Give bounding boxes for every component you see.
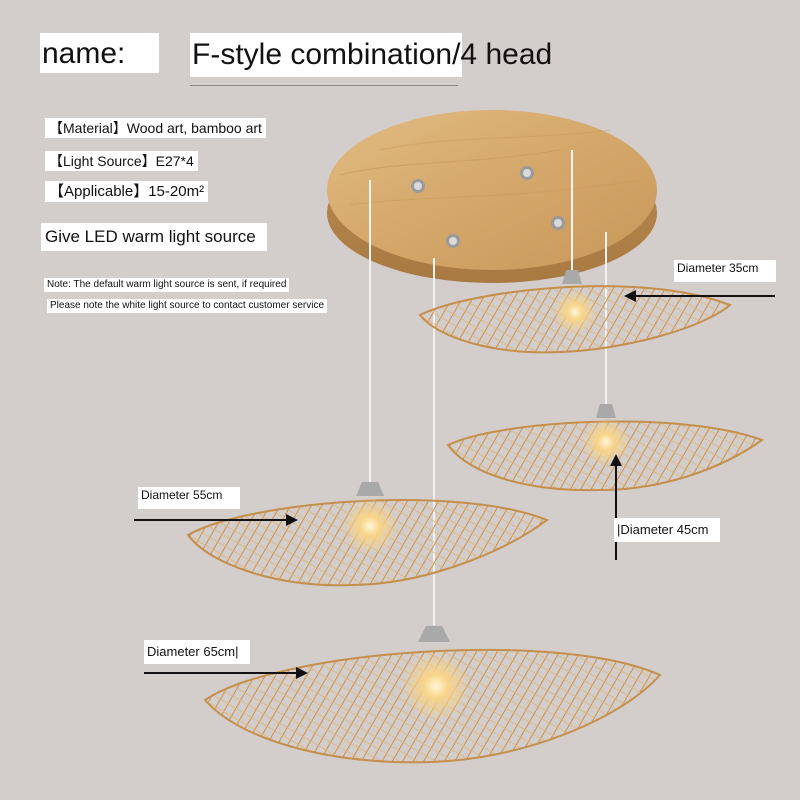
bamboo-shade-45cm [446, 404, 765, 492]
dimension-arrows [134, 290, 775, 679]
diameter-55-label: Diameter 55cm [138, 487, 240, 509]
bamboo-shade-35cm [418, 270, 732, 354]
led-note: Give LED warm light source [41, 223, 267, 251]
note-line-2: Please note the white light source to co… [47, 299, 328, 313]
diameter-35-label: Diameter 35cm [674, 260, 776, 282]
product-title-text: F-style combination/4 head [192, 38, 553, 71]
product-title: F-style combination/4 head [190, 33, 552, 77]
spec-light-source: 【Light Source】E27*4 [45, 151, 198, 172]
spec-material: 【Material】Wood art, bamboo art [45, 118, 266, 139]
spec-applicable: 【Applicable】15-20m² [45, 181, 209, 203]
name-label: name: [40, 33, 159, 73]
bamboo-shade-55cm [186, 482, 550, 587]
ceiling-plate [327, 110, 657, 283]
title-underline [190, 85, 458, 86]
diameter-45-label: |Diameter 45cm [614, 518, 720, 542]
bamboo-shade-65cm [203, 626, 662, 764]
diameter-65-label: Diameter 65cm| [144, 640, 250, 664]
note-line-1: Note: The default warm light source is s… [44, 278, 290, 292]
